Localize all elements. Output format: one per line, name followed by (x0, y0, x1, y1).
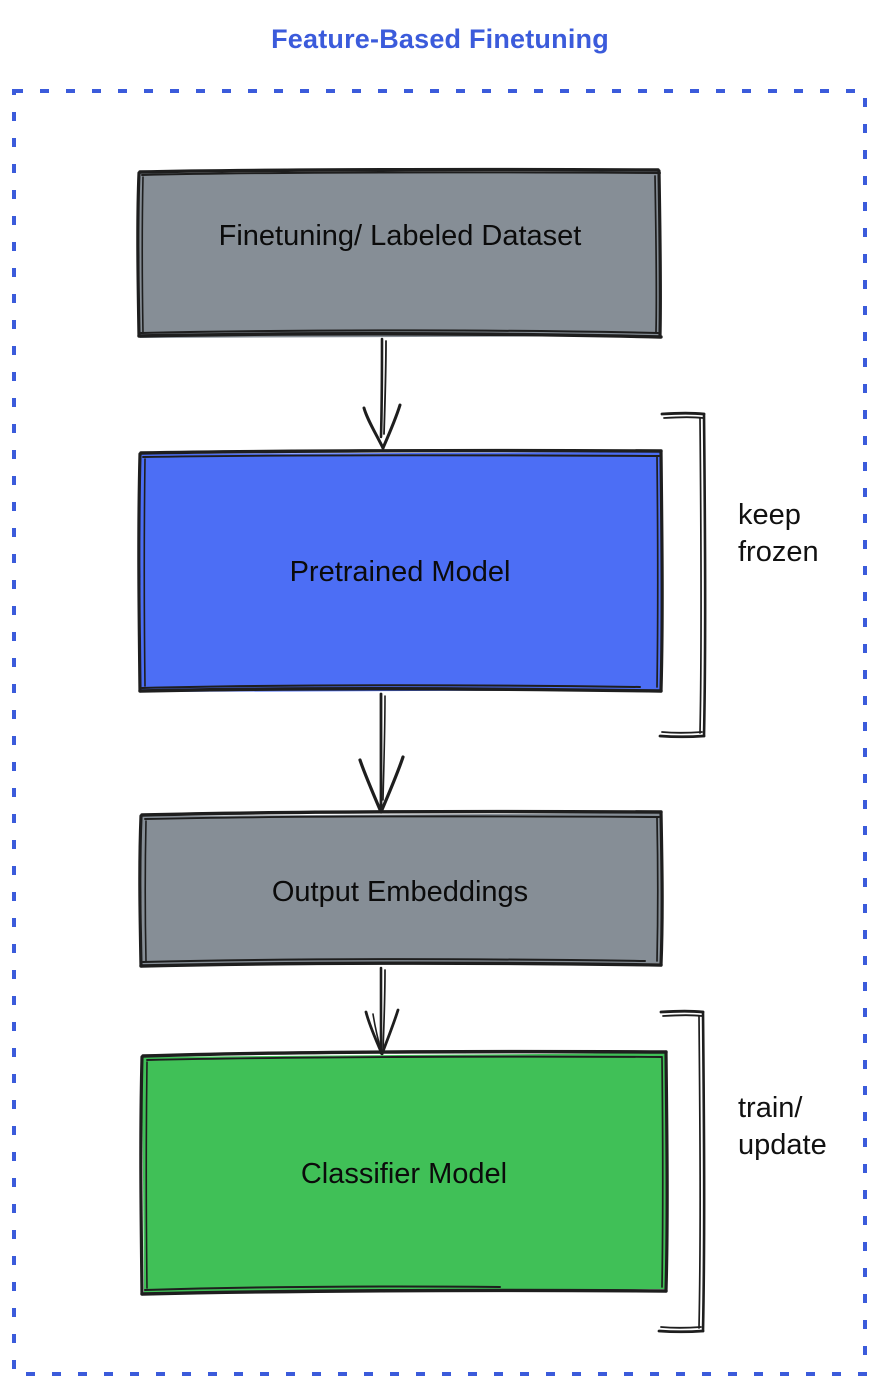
node-label-pretrained-model: Pretrained Model (289, 556, 511, 588)
node-pretrained-model[interactable] (137, 448, 664, 693)
node-label-finetuning-dataset: Finetuning/ Labeled Dataset (218, 220, 582, 252)
node-label-classifier-model: Classifier Model (300, 1158, 508, 1190)
connector-pretrained-to-embeddings (358, 692, 405, 814)
node-label-output-embeddings: Output Embeddings (271, 876, 529, 908)
annotation-train-update-line1: train/ (738, 1092, 803, 1124)
annotation-keep-frozen: keep frozen (738, 497, 864, 571)
node-classifier-model[interactable] (139, 1049, 669, 1296)
connector-dataset-to-pretrained (362, 337, 402, 450)
node-output-embeddings[interactable] (138, 809, 664, 968)
annotation-keep-frozen-line1: keep (738, 499, 801, 531)
annotation-train-update-line2: update (738, 1129, 827, 1162)
node-finetuning-dataset[interactable] (136, 167, 663, 339)
annotation-train-update: train/update (738, 1090, 864, 1164)
annotation-keep-frozen-line2: frozen (738, 536, 819, 569)
page-title: Feature-Based Finetuning (271, 24, 609, 54)
connector-embeddings-to-classifier (364, 966, 400, 1056)
bracket-keep-frozen (658, 411, 707, 739)
bracket-train-update (657, 1009, 706, 1334)
